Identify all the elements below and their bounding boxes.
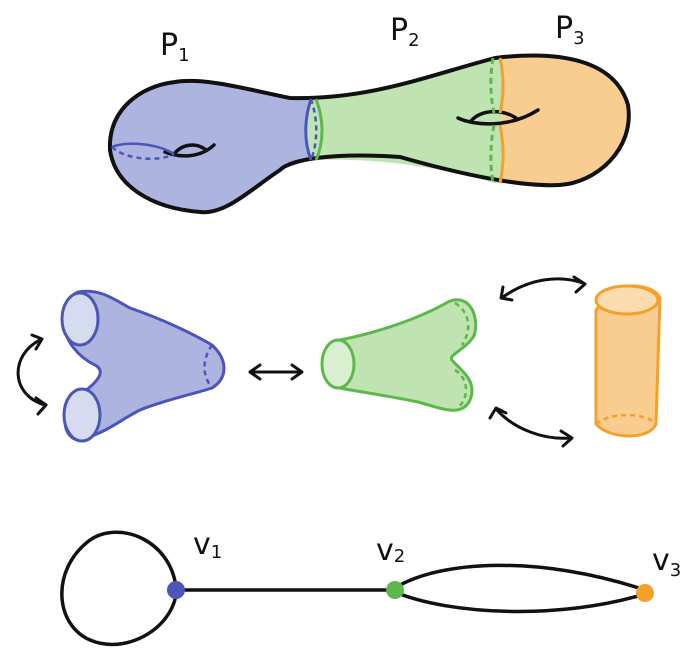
region-p2: [307, 58, 503, 183]
cylinder-top: [594, 284, 660, 316]
pants-p1: [60, 289, 226, 443]
graph-edge-v2-v3-lower: [393, 590, 647, 614]
vertex-v3: [636, 584, 654, 602]
gluing-arrows: [16, 275, 587, 448]
hole-1: [163, 143, 216, 158]
label-p3: P3: [555, 11, 585, 49]
arrow-green-orange-bottom: [495, 408, 572, 440]
pants-p2-cuff: [320, 338, 356, 390]
vertex-v1: [167, 581, 185, 599]
label-v3: v3: [652, 543, 681, 581]
label-p2: P2: [390, 13, 420, 51]
label-v2: v2: [376, 533, 405, 568]
surface-outline: [107, 53, 631, 215]
cut-p2-p3-lower-orange: [498, 124, 505, 184]
region-p3: [500, 55, 629, 186]
cut-p2-p3-upper-green: [489, 57, 496, 114]
arrow-blue-self: [16, 338, 47, 407]
hole-2: [456, 108, 540, 126]
pants-p1-waist-dash: [203, 344, 214, 389]
label-p1: P1: [160, 28, 190, 66]
vertex-v2: [386, 581, 404, 599]
graph-edge-v2-v3-upper: [393, 563, 647, 592]
cut-p2-p3-lower-green: [489, 124, 496, 184]
cut-p1-p2-back: [314, 98, 324, 161]
cut-p1-p2-front: [304, 98, 313, 161]
pants-p2: [320, 298, 478, 412]
curve-meridian-p1: [111, 142, 175, 156]
graph-edge-loop-v1: [60, 530, 178, 647]
cut-p1-p2-dash: [309, 98, 318, 161]
pants-p2-dash-top: [454, 301, 470, 346]
genus-two-surface: [107, 53, 631, 215]
arrow-green-orange-top: [501, 277, 585, 299]
cylinder-p3: [594, 284, 662, 438]
cut-p2-p3-upper-orange: [498, 57, 505, 114]
pants-p2-dash-bottom: [454, 368, 468, 409]
pants-p1-cuff-bottom: [62, 387, 102, 443]
dual-graph: [60, 530, 647, 647]
label-v1: v1: [193, 527, 222, 563]
pants-p1-cuff-top: [60, 291, 100, 347]
